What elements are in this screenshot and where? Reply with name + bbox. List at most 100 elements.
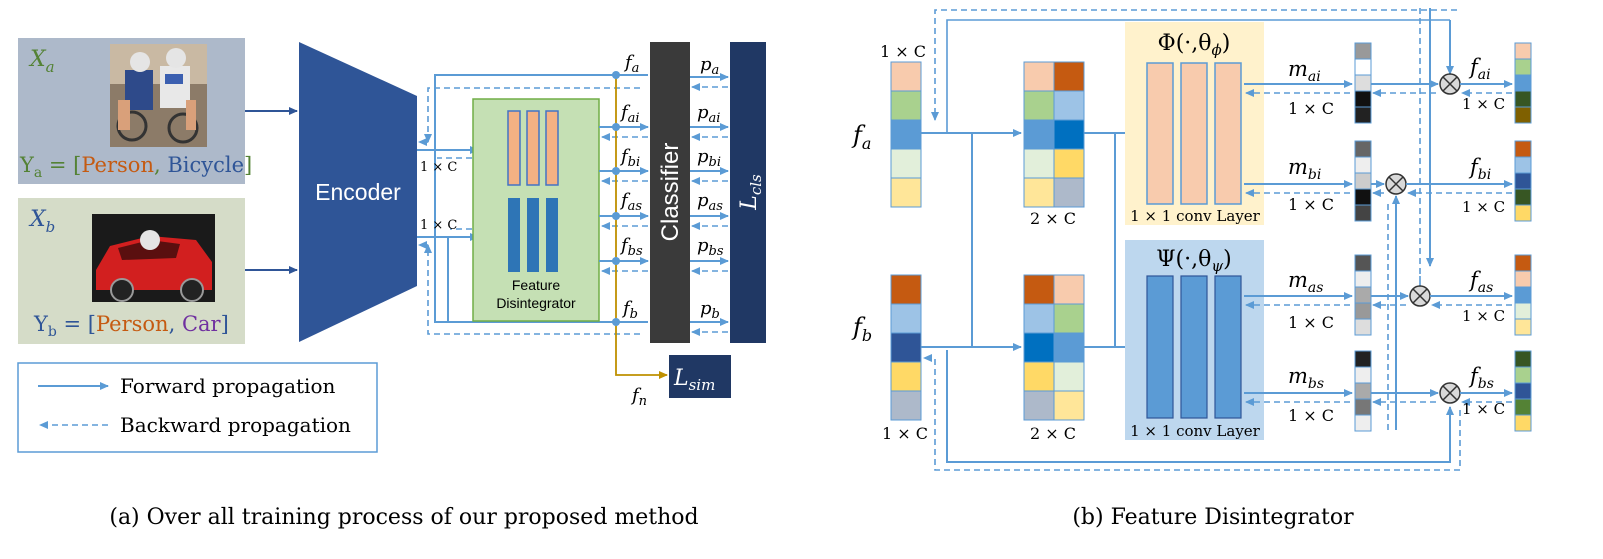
prob-sub-2: bi [709, 155, 721, 170]
mask-arrows [1244, 80, 1353, 406]
phi-title: Φ(·,θϕ) [1158, 31, 1231, 59]
svg-text:fb: fb [621, 298, 638, 322]
svg-text:Xa: Xa [28, 47, 55, 76]
svg-text:pa: pa [700, 54, 719, 78]
psi-end: ) [1223, 247, 1232, 272]
out-dim-3: 1 × C [1462, 400, 1505, 418]
outer-bottom-loop [946, 350, 1454, 463]
out-dim-0: 1 × C [1462, 95, 1505, 113]
svg-text:pb: pb [700, 298, 720, 322]
lcls-sub: cls [747, 174, 765, 195]
feat-sub-2: bi [628, 155, 640, 170]
mask-label-0: m [1288, 57, 1308, 81]
fb-backward [424, 244, 640, 335]
out-label-1: f [1468, 155, 1481, 179]
feat-sub-0: a [632, 61, 640, 76]
psi-title: Ψ(·,θψ) [1156, 247, 1231, 275]
svg-text:mai: mai [1288, 57, 1321, 85]
lcls-block [730, 42, 766, 343]
dim-2c-bottom: 2 × C [1030, 424, 1076, 443]
mask-vector-bi [1354, 140, 1372, 222]
svg-text:fas: fas [1468, 268, 1493, 296]
dim-1c-top: 1 × C [880, 42, 926, 61]
mask-vector-bs [1354, 350, 1372, 432]
cyclist-photo [110, 44, 207, 147]
svg-text:fbi: fbi [1468, 155, 1491, 183]
classifier-block [650, 42, 690, 343]
yb-sep: , [169, 312, 182, 336]
prob-sub-1: ai [709, 111, 721, 126]
yb-sub: b [48, 324, 57, 340]
phi-label: Φ(·,θ [1158, 31, 1212, 56]
mask-label-2: m [1288, 268, 1308, 292]
out-vector-as [1514, 254, 1532, 336]
fa-main-path [434, 74, 648, 150]
lsim-block [669, 355, 731, 398]
legend-forward-label: Forward propagation [120, 374, 335, 398]
phi-conv-bars [1146, 62, 1242, 205]
dim-1c-bottom: 1 × C [882, 424, 928, 443]
legend-backward-label: Backward propagation [120, 413, 351, 437]
lsim-text: Lsim [673, 366, 715, 394]
svg-text:Yb = [Person, Car]: Yb = [Person, Car] [33, 312, 229, 340]
fb-main-path [417, 236, 449, 322]
disintegrator-peach-bars [507, 110, 559, 186]
disint-label-1: Feature [512, 277, 560, 293]
fb-text: fb [851, 313, 872, 345]
circled-times-icon [1385, 73, 1461, 404]
svg-text:pbi: pbi [697, 146, 721, 170]
out-sub-1: bi [1478, 167, 1491, 183]
input-a-box: Xa Ya = [Person, Bicycle] [18, 38, 252, 184]
panel-a: Xa Ya = [Person, Bicycle] Xb [17, 38, 766, 530]
out-label-2: f [1468, 268, 1481, 292]
output-arrows [1406, 80, 1513, 406]
mask-vector-ai [1354, 42, 1372, 124]
prob-sub-5: b [712, 307, 720, 322]
prob-lines [690, 73, 729, 336]
encoder-block [299, 42, 417, 342]
mask-dim-2: 1 × C [1288, 313, 1334, 332]
svg-text:mbi: mbi [1288, 155, 1321, 183]
yb-car: Car [182, 312, 222, 336]
prob-sub-4: bs [709, 244, 724, 259]
classifier-label: Classifier [657, 143, 684, 242]
mask-dim-0: 1 × C [1288, 99, 1334, 118]
conv-label-bottom: 1 × 1 conv Layer [1130, 422, 1261, 440]
disint-label-2: Disintegrator [496, 295, 576, 311]
caption-b: (b) Feature Disintegrator [1072, 505, 1354, 530]
mask-to-mult [1371, 80, 1439, 430]
out-sub-3: bs [1478, 376, 1494, 392]
ya-end: ] [244, 153, 252, 177]
yb-eq: = [ [57, 312, 96, 336]
fb-sub: b [862, 326, 872, 345]
out-vector-ai [1514, 42, 1532, 124]
out-vector-bs [1514, 350, 1532, 432]
svg-text:fai: fai [619, 102, 640, 126]
lsim-sub: sim [689, 376, 716, 394]
prob-label-4: p [697, 235, 709, 256]
outer-bwd-top [931, 9, 1457, 121]
mask-label-3: m [1288, 364, 1308, 388]
psi-label: Ψ(·,θ [1156, 247, 1211, 272]
prob-labels: pa pai pbi pas pbs pb [697, 54, 724, 322]
out-vector-bi [1514, 140, 1532, 222]
fn-text: fn [630, 385, 647, 409]
ya-y: Y [19, 153, 35, 177]
yb-y: Y [33, 312, 49, 336]
fb-vector [890, 274, 922, 421]
phi-end: ) [1222, 31, 1231, 56]
ya-sep: , [154, 153, 167, 177]
ya-eq: = [ [42, 153, 81, 177]
svg-text:Xb: Xb [28, 207, 55, 236]
concat-top [1023, 61, 1085, 208]
feat-sub-4: bs [628, 244, 643, 259]
phi-sub: ϕ [1212, 41, 1222, 59]
psi-sub: ψ [1211, 257, 1223, 275]
outer-bwd-bottom [923, 354, 1461, 471]
svg-text:fas: fas [619, 190, 642, 214]
feat-sub-1: ai [628, 111, 640, 126]
mask-dim-3: 1 × C [1288, 406, 1334, 425]
fa-sub: a [862, 134, 872, 153]
prob-label-0: p [700, 54, 712, 75]
lcls-text: Lcls [737, 174, 765, 211]
